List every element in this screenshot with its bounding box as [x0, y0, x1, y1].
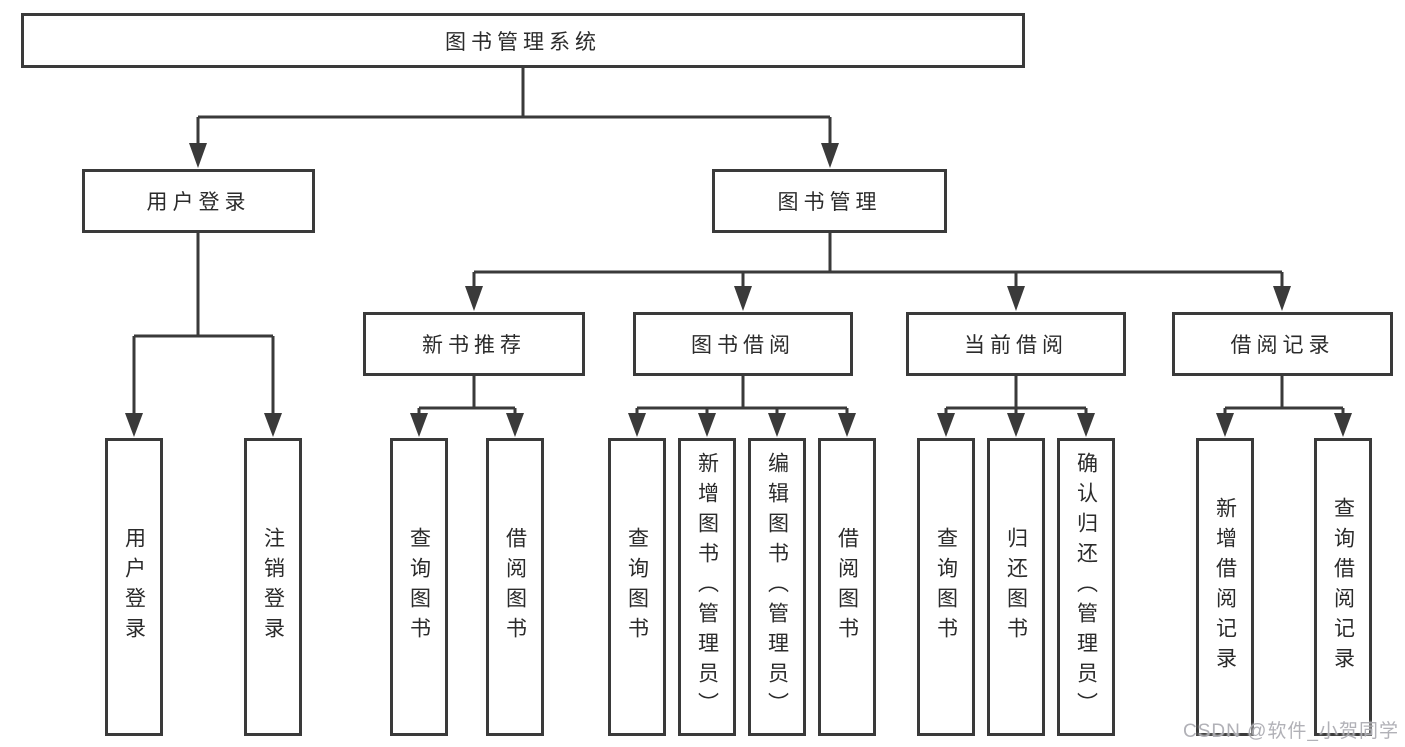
node-borrowing-records: 借阅记录 — [1172, 312, 1393, 376]
node-user-login: 用户登录 — [82, 169, 315, 233]
arrowhead-icon — [768, 413, 786, 437]
connector-paths — [132, 68, 1345, 415]
arrowhead-icon — [189, 143, 207, 168]
arrowheads — [125, 143, 1352, 437]
arrowhead-icon — [465, 286, 483, 311]
leaf-logout: 注销登录 — [244, 438, 302, 736]
node-book-borrowing: 图书借阅 — [633, 312, 853, 376]
node-current-borrowing: 当前借阅 — [906, 312, 1126, 376]
node-library-management-system: 图书管理系统 — [21, 13, 1025, 68]
arrowhead-icon — [937, 413, 955, 437]
arrowhead-icon — [628, 413, 646, 437]
arrowhead-icon — [410, 413, 428, 437]
leaf-query-books-recommend: 查询图书 — [390, 438, 448, 736]
arrowhead-icon — [821, 143, 839, 168]
arrowhead-icon — [506, 413, 524, 437]
arrowhead-icon — [1334, 413, 1352, 437]
arrowhead-icon — [734, 286, 752, 311]
arrowhead-icon — [838, 413, 856, 437]
leaf-borrow-books-borrowing: 借阅图书 — [818, 438, 876, 736]
leaf-add-borrow-record: 新增借阅记录 — [1196, 438, 1254, 736]
node-book-management: 图书管理 — [712, 169, 947, 233]
arrowhead-icon — [1007, 286, 1025, 311]
leaf-query-books-current: 查询图书 — [917, 438, 975, 736]
csdn-watermark: CSDN @软件_小贺同学 — [1183, 721, 1399, 742]
leaf-query-borrow-record: 查询借阅记录 — [1314, 438, 1372, 736]
arrowhead-icon — [698, 413, 716, 437]
arrowhead-icon — [1273, 286, 1291, 311]
leaf-edit-books-admin: 编辑图书（管理员） — [748, 438, 806, 736]
leaf-confirm-return-admin: 确认归还（管理员） — [1057, 438, 1115, 736]
leaf-return-books: 归还图书 — [987, 438, 1045, 736]
leaf-add-books-admin: 新增图书（管理员） — [678, 438, 736, 736]
arrowhead-icon — [125, 413, 143, 437]
leaf-borrow-books-recommend: 借阅图书 — [486, 438, 544, 736]
arrowhead-icon — [1216, 413, 1234, 437]
leaf-user-login: 用户登录 — [105, 438, 163, 736]
arrowhead-icon — [1007, 413, 1025, 437]
leaf-query-books-borrowing: 查询图书 — [608, 438, 666, 736]
arrowhead-icon — [264, 413, 282, 437]
arrowhead-icon — [1077, 413, 1095, 437]
node-new-book-recommendation: 新书推荐 — [363, 312, 585, 376]
